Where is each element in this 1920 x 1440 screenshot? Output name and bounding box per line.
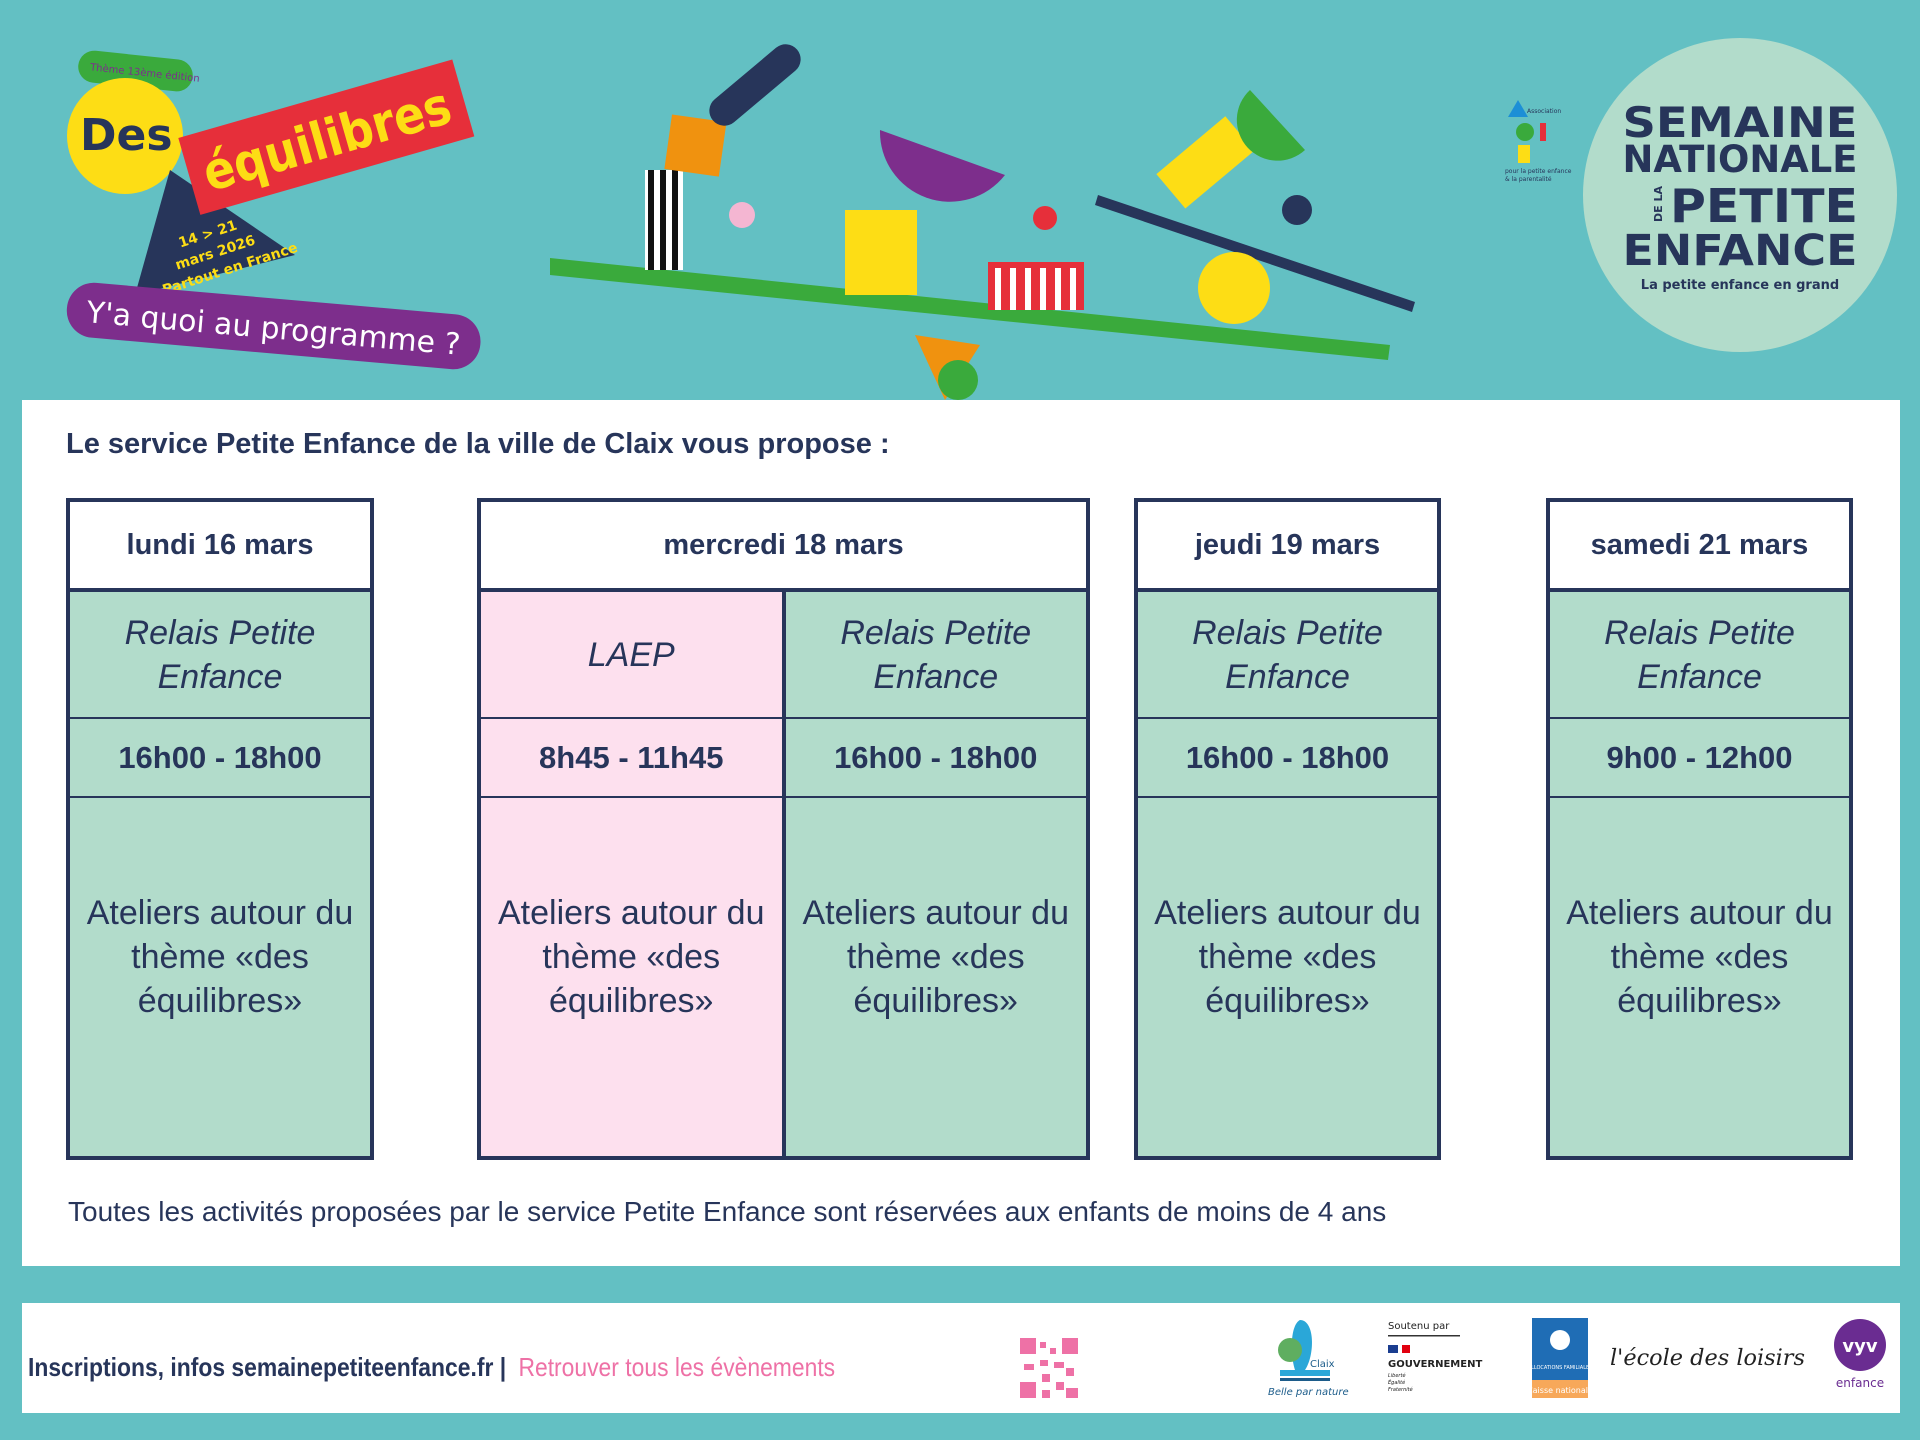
svg-text:PETITE: PETITE [1670, 179, 1858, 233]
session-name: LAEP [481, 592, 782, 719]
intro-heading: Le service Petite Enfance de la ville de… [66, 428, 890, 460]
theme-logo: Thème 13ème édition Des équilibres 14 > … [66, 50, 481, 370]
qr-code-icon[interactable] [1020, 1338, 1078, 1398]
day-header: mercredi 18 mars [481, 502, 1086, 592]
session-activity: Ateliers autour du thème «des équilibres… [1566, 894, 1833, 1020]
session-activity: Ateliers autour du thème «des équilibres… [86, 894, 354, 1020]
svg-text:Des: Des [80, 110, 173, 161]
session-activity: Ateliers autour du thème «des équilibres… [802, 894, 1070, 1020]
svg-text:& la parentalité: & la parentalité [1505, 176, 1552, 183]
svg-text:Claix: Claix [1310, 1359, 1335, 1370]
session-time: 16h00 - 18h00 [1138, 719, 1437, 798]
footer-info: Inscriptions, infos semainepetiteenfance… [28, 1352, 506, 1383]
gouvernement-logo: Soutenu par GOUVERNEMENT Liberté Égalité… [1388, 1321, 1482, 1393]
session-time: 8h45 - 11h45 [481, 719, 782, 798]
svg-text:GOUVERNEMENT: GOUVERNEMENT [1388, 1359, 1482, 1370]
day-header: samedi 21 mars [1550, 502, 1849, 592]
session-name: Relais Petite Enfance [1138, 592, 1437, 719]
session-activity: Ateliers autour du thème «des équilibres… [1154, 894, 1421, 1020]
session-time: 16h00 - 18h00 [70, 719, 370, 798]
svg-text:pour la petite enfance: pour la petite enfance [1505, 168, 1572, 175]
age-note: Toutes les activités proposées par le se… [68, 1196, 1387, 1227]
svg-text:ENFANCE: ENFANCE [1623, 226, 1858, 276]
session: Relais Petite Enfance 16h00 - 18h00 Atel… [70, 592, 370, 1156]
svg-text:équilibres: équilibres [196, 76, 458, 204]
svg-text:Égalité: Égalité [1388, 1378, 1405, 1386]
session-time: 16h00 - 18h00 [785, 719, 1086, 798]
svg-text:Belle par nature: Belle par nature [1268, 1387, 1349, 1398]
session-laep: LAEP 8h45 - 11h45 Ateliers autour du thè… [481, 592, 782, 1156]
svg-text:NATIONALE: NATIONALE [1623, 138, 1858, 181]
svg-text:Fraternité: Fraternité [1388, 1386, 1413, 1393]
semaine-logo: SEMAINE NATIONALE DE LA PETITE ENFANCE L… [1583, 38, 1897, 352]
claix-logo: Claix Belle par nature [1268, 1320, 1349, 1398]
vyv-logo: vyv enfance [1834, 1319, 1886, 1390]
session-time: 9h00 - 12h00 [1550, 719, 1849, 798]
session-activity: Ateliers autour du thème «des équilibres… [498, 894, 765, 1020]
ecole-des-loisirs-logo: l'école des loisirs [1610, 1346, 1805, 1371]
session-name: Relais Petite Enfance [70, 592, 370, 719]
svg-text:ALLOCATIONS FAMILIALES: ALLOCATIONS FAMILIALES [1528, 1365, 1593, 1371]
svg-text:enfance: enfance [1836, 1376, 1884, 1390]
day-header: lundi 16 mars [70, 502, 370, 592]
partner-logos: Claix Belle par nature Soutenu par GOUVE… [1268, 1318, 1886, 1398]
svg-text:vyv: vyv [1842, 1336, 1877, 1357]
session: Relais Petite Enfance 16h00 - 18h00 Atel… [1138, 592, 1437, 1156]
header-banner: Thème 13ème édition Des équilibres 14 > … [66, 38, 1897, 400]
day-header: jeudi 19 mars [1138, 502, 1437, 592]
session-name: Relais Petite Enfance [1550, 592, 1849, 719]
svg-text:Association: Association [1527, 108, 1561, 115]
svg-text:La petite enfance en grand: La petite enfance en grand [1641, 278, 1839, 293]
agir-logo: Association pour la petite enfance & la … [1505, 100, 1572, 183]
svg-text:Caisse nationale: Caisse nationale [1527, 1386, 1593, 1395]
day-card-mercredi: mercredi 18 mars LAEP 8h45 - 11h45 Ateli… [477, 498, 1090, 1160]
session: Relais Petite Enfance 9h00 - 12h00 Ateli… [1550, 592, 1849, 1156]
svg-text:Liberté: Liberté [1388, 1372, 1406, 1379]
session-relais: Relais Petite Enfance 16h00 - 18h00 Atel… [781, 592, 1086, 1156]
info-text: Inscriptions, infos semainepetiteenfance… [28, 1352, 494, 1382]
events-link[interactable]: Retrouver tous les évènements [518, 1352, 836, 1382]
day-card-samedi: samedi 21 mars Relais Petite Enfance 9h0… [1546, 498, 1853, 1160]
caf-logo: ALLOCATIONS FAMILIALES Caisse nationale [1527, 1318, 1593, 1398]
svg-text:Soutenu par: Soutenu par [1388, 1321, 1450, 1332]
svg-text:SEMAINE: SEMAINE [1623, 98, 1858, 147]
day-card-lundi: lundi 16 mars Relais Petite Enfance 16h0… [66, 498, 374, 1160]
balance-illustration [550, 44, 1415, 400]
day-card-jeudi: jeudi 19 mars Relais Petite Enfance 16h0… [1134, 498, 1441, 1160]
svg-text:DE LA: DE LA [1652, 186, 1665, 222]
footer-line: Inscriptions, infos semainepetiteenfance… [28, 1352, 835, 1383]
session-name: Relais Petite Enfance [785, 592, 1086, 719]
separator: | [499, 1352, 507, 1382]
